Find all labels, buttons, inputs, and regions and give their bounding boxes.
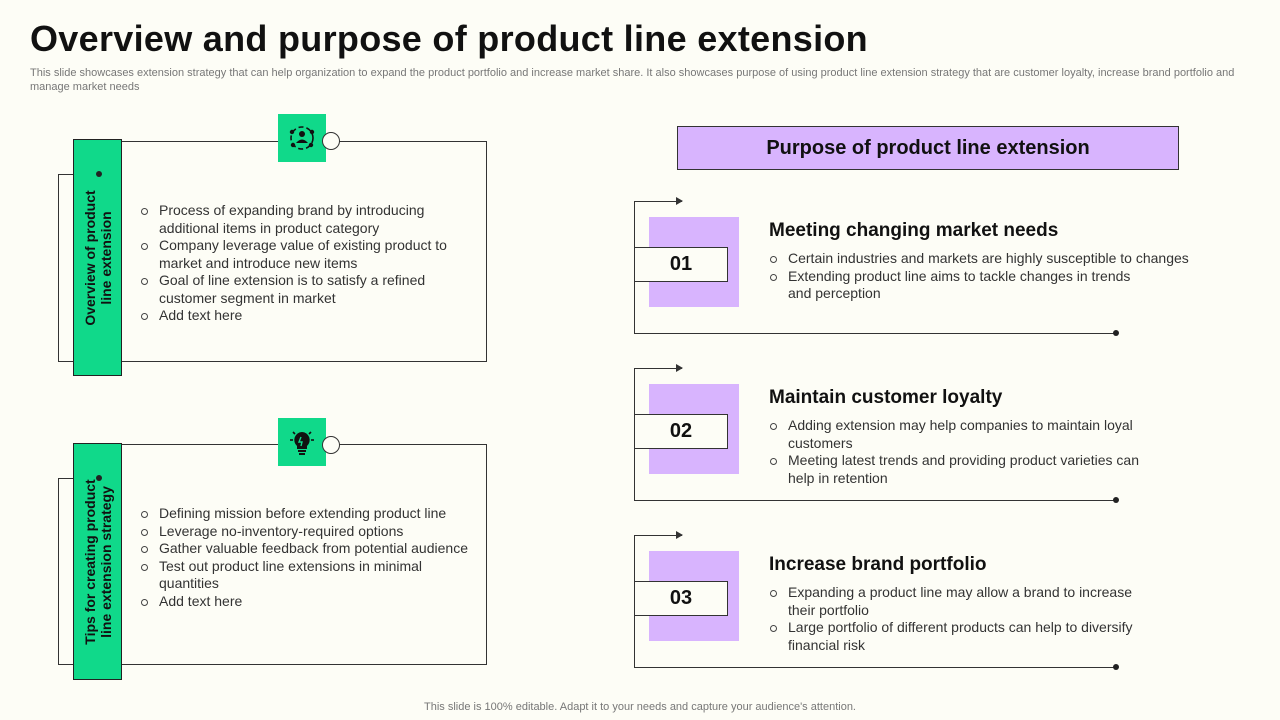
arrow-icon [676, 531, 683, 539]
card-title: Meeting changing market needs [769, 220, 1059, 241]
list-item: Extending product line aims to tackle ch… [768, 268, 1148, 303]
tips-left-bracket [58, 478, 74, 665]
page-title: Overview and purpose of product line ext… [30, 18, 868, 59]
overview-left-bracket [58, 174, 74, 362]
card-top-line [634, 201, 682, 202]
arrow-icon [676, 197, 683, 205]
card-bottom-line [634, 333, 1116, 334]
list-item: Test out product line extensions in mini… [139, 558, 469, 593]
lightbulb-icon [278, 418, 326, 466]
connector-dot [1113, 664, 1119, 670]
footer-note: This slide is 100% editable. Adapt it to… [424, 701, 856, 713]
page-subtitle: This slide showcases extension strategy … [30, 67, 1235, 93]
card-list: Adding extension may help companies to m… [768, 417, 1158, 487]
tips-list: Defining mission before extending produc… [139, 505, 469, 610]
connector-dot [1113, 497, 1119, 503]
card-number: 01 [634, 247, 728, 282]
purpose-header: Purpose of product line extension [677, 126, 1179, 170]
connector-ring [322, 436, 340, 454]
connector-dot [96, 475, 102, 481]
list-item: Company leverage value of existing produ… [139, 237, 469, 272]
tips-label-bar: Tips for creating product line extension… [73, 443, 122, 680]
connector-ring [322, 132, 340, 150]
list-item: Certain industries and markets are highl… [768, 250, 1213, 268]
card-title: Maintain customer loyalty [769, 387, 1003, 408]
list-item: Goal of line extension is to satisfy a r… [139, 272, 469, 307]
connector-dot [96, 171, 102, 177]
overview-list: Process of expanding brand by introducin… [139, 202, 469, 325]
arrow-icon [676, 364, 683, 372]
tips-label: Tips for creating product line extension… [81, 478, 114, 645]
card-bottom-line [634, 500, 1116, 501]
list-item: Process of expanding brand by introducin… [139, 202, 469, 237]
overview-label: Overview of product line extension [81, 189, 114, 326]
overview-label-bar: Overview of product line extension [73, 139, 122, 376]
list-item: Add text here [139, 307, 469, 325]
card-number: 02 [634, 414, 728, 449]
team-icon [278, 114, 326, 162]
connector-dot [1113, 330, 1119, 336]
list-item: Large portfolio of different products ca… [768, 619, 1158, 654]
list-item: Leverage no-inventory-required options [139, 523, 469, 541]
list-item: Meeting latest trends and providing prod… [768, 452, 1158, 487]
list-item: Gather valuable feedback from potential … [139, 540, 469, 558]
card-title: Increase brand portfolio [769, 554, 987, 575]
list-item: Expanding a product line may allow a bra… [768, 584, 1158, 619]
card-top-line [634, 535, 682, 536]
card-number: 03 [634, 581, 728, 616]
card-list: Certain industries and markets are highl… [768, 250, 1213, 303]
list-item: Adding extension may help companies to m… [768, 417, 1158, 452]
card-list: Expanding a product line may allow a bra… [768, 584, 1158, 654]
list-item: Add text here [139, 593, 469, 611]
card-bottom-line [634, 667, 1116, 668]
list-item: Defining mission before extending produc… [139, 505, 469, 523]
card-top-line [634, 368, 682, 369]
